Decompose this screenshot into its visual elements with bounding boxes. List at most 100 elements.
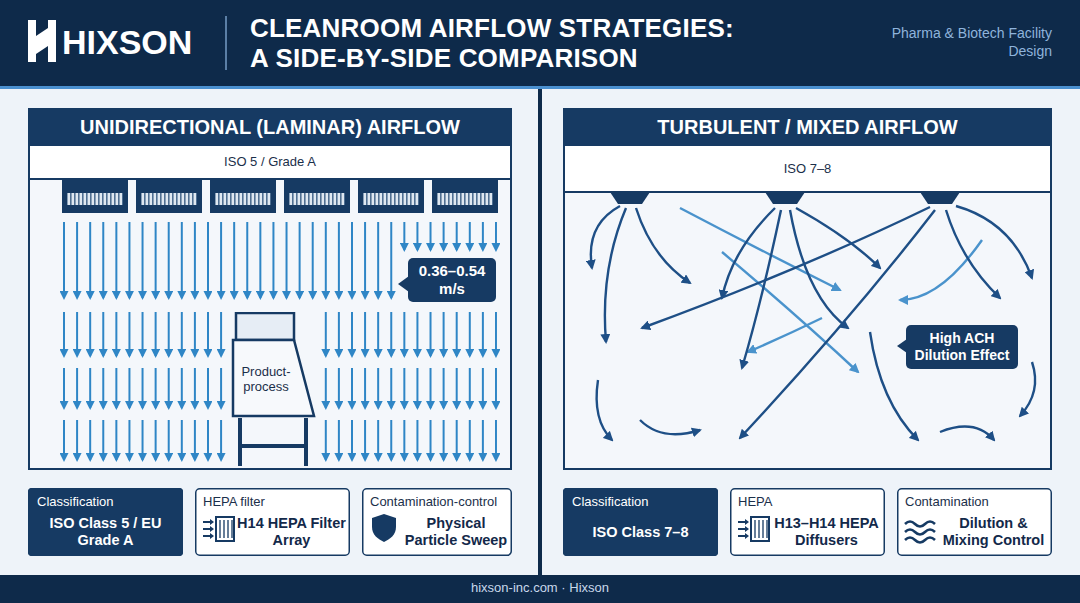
panel-heading: TURBULENT / MIXED AIRFLOW: [563, 115, 1052, 139]
iso-grade: ISO 5 / Grade A: [30, 154, 510, 170]
laminar-arrows: [89, 420, 91, 460]
laminar-arrows: [325, 312, 327, 356]
laminar-arrows: [456, 222, 458, 250]
right-panel-art: [563, 108, 1052, 146]
backgrounds: [0, 86, 1080, 89]
laminar-arrows: [495, 420, 497, 460]
turbulent-arrows: [722, 208, 775, 298]
info-box-art: [196, 489, 350, 556]
laminar-arrows: [102, 222, 104, 298]
laminar-arrows: [207, 222, 209, 298]
left-panel-art: [30, 146, 510, 178]
laminar-arrows: [364, 222, 366, 298]
laminar-arrows: [181, 312, 183, 356]
iso-grade: ISO 7–8: [565, 161, 1050, 177]
info-box-art: [905, 522, 935, 543]
airflow-panel: UNIDIRECTIONAL (LAMINAR) AIRFLOW ISO 5 / …: [28, 108, 512, 470]
left-panel-art: [29, 109, 511, 469]
laminar-arrows: [272, 222, 274, 298]
laminar-arrows: [495, 368, 497, 408]
laminar-arrows: [168, 368, 170, 408]
laminar-arrows: [390, 222, 392, 298]
laminar-arrows: [155, 312, 157, 356]
turbulent-arrows: [605, 208, 626, 342]
turbulent-arrows: [1020, 362, 1035, 416]
laminar-arrows: [115, 222, 117, 298]
laminar-arrows: [338, 312, 340, 356]
info-box-art: [28, 488, 183, 556]
laminar-arrows: [482, 368, 484, 408]
info-box-art: [563, 488, 718, 556]
left-panel-art: [28, 108, 512, 469]
box-label: Classification: [37, 494, 177, 510]
laminar-arrows: [194, 420, 196, 460]
left-panel-art: [358, 180, 424, 213]
left-panel-art: [136, 180, 202, 213]
laminar-arrows: [102, 312, 104, 356]
laminar-arrows: [325, 368, 327, 408]
laminar-arrows: [194, 312, 196, 356]
velocity-value: 0.36–0.54 m/s: [412, 262, 492, 298]
turbulent-arrows: [790, 210, 848, 328]
info-box-art: [28, 488, 1051, 556]
laminar-arrows: [338, 420, 340, 460]
laminar-arrows: [220, 420, 222, 460]
laminar-arrows: [155, 368, 157, 408]
info-box-art: [731, 489, 885, 556]
laminar-arrows: [102, 420, 104, 460]
laminar-arrows: [286, 222, 288, 298]
turbulent-arrows: [642, 207, 930, 328]
laminar-arrows: [115, 420, 117, 460]
laminar-arrows: [482, 222, 484, 250]
box-value: ISO Class 5 / EU Grade A: [34, 515, 177, 549]
callout-text: High ACH Dilution Effect: [910, 330, 1014, 364]
turbulent-arrows: [796, 208, 880, 268]
laminar-arrows: [364, 368, 366, 408]
laminar-arrows: [76, 420, 78, 460]
laminar-arrows: [102, 368, 104, 408]
laminar-arrows: [128, 420, 130, 460]
laminar-arrows: [63, 368, 65, 408]
hepa-box: HEPA filterH14 HEPA Filter Array: [195, 488, 350, 556]
turbulent-arrows: [591, 206, 1035, 440]
laminar-arrows: [63, 222, 65, 298]
laminar-arrows: [194, 368, 196, 408]
laminar-arrows: [443, 222, 445, 250]
laminar-arrows: [246, 222, 248, 298]
laminar-arrows: [168, 312, 170, 356]
laminar-arrows: [377, 312, 379, 356]
laminar-arrows: [338, 368, 340, 408]
laminar-arrows: [128, 222, 130, 298]
laminar-arrows: [430, 312, 432, 356]
laminar-arrows: [495, 222, 497, 250]
laminar-arrows: [377, 420, 379, 460]
dilution-callout: High ACH Dilution Effect: [906, 325, 1018, 369]
laminar-arrows: [89, 312, 91, 356]
product-bench: Product-process: [230, 312, 316, 418]
laminar-arrows: [403, 312, 405, 356]
panel-heading: UNIDIRECTIONAL (LAMINAR) AIRFLOW: [28, 115, 512, 139]
laminar-arrows: [299, 222, 301, 298]
laminar-arrows: [416, 222, 418, 250]
left-panel-art: [30, 146, 510, 468]
laminar-arrows: [390, 368, 392, 408]
right-panel-art: [564, 109, 1051, 469]
laminar-arrows: [430, 368, 432, 408]
logo-mark: [28, 20, 56, 62]
box-label: Contamination-control: [370, 494, 506, 510]
laminar-arrows: [76, 222, 78, 298]
laminar-arrows: [142, 222, 144, 298]
laminar-arrows: [207, 368, 209, 408]
laminar-arrows: [168, 420, 170, 460]
laminar-arrows: [181, 222, 183, 298]
right-panel-art: [563, 108, 1052, 469]
laminar-arrows: [181, 368, 183, 408]
laminar-arrows: [430, 222, 432, 250]
hood-top: [236, 313, 294, 340]
box-value: Physical Particle Sweep: [404, 515, 508, 549]
laminar-arrows: [443, 312, 445, 356]
turbulent-arrows: [640, 420, 700, 434]
laminar-arrows: [482, 312, 484, 356]
laminar-arrows: [351, 222, 353, 298]
